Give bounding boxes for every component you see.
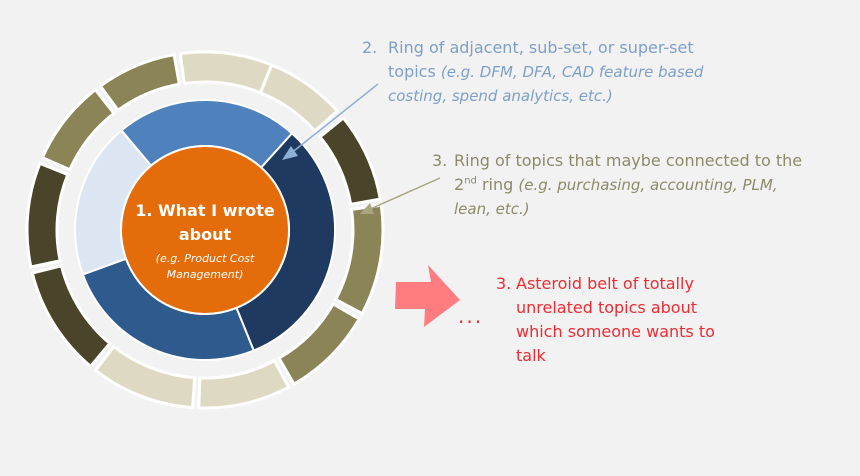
ring3-line2-pre: 2	[454, 175, 465, 194]
center-title-line1: 1. What I wrote	[135, 201, 275, 220]
ring3-line1: Ring of topics that maybe connected to t…	[454, 151, 803, 170]
ring3-line3-italic: lean, etc.)	[454, 200, 530, 218]
ring2-text: Ring of adjacent, sub-set, or super-set …	[388, 36, 748, 108]
ring2-line2: topics (e.g. DFM, DFA, CAD feature based	[388, 60, 748, 84]
center-subtitle-line2: Management)	[166, 268, 244, 281]
outer-ring-segment-7	[93, 344, 197, 410]
outer-ring-segment-9	[25, 161, 70, 269]
outer-ring-segment-6	[197, 358, 291, 410]
outer-ring-segment-3	[317, 115, 383, 207]
center-circle	[120, 145, 290, 315]
ring3-line2: 2nd ring (e.g. purchasing, accounting, P…	[454, 173, 854, 197]
asteroid-line3: which someone wants to	[516, 322, 715, 341]
asteroid-line4: talk	[516, 346, 546, 365]
outer-ring-segment-5	[276, 301, 362, 387]
asteroid-ellipsis: ...	[458, 304, 484, 328]
asteroid-line2: unrelated topics about	[516, 298, 698, 317]
ring2-pointer-line	[289, 83, 379, 155]
outer-ring-segment-8	[30, 263, 112, 369]
outer-ring-segments	[25, 50, 385, 410]
ring3-pointer-line	[367, 177, 441, 211]
ring3-number: 3.	[432, 151, 448, 170]
outer-ring-segment-2	[258, 63, 340, 134]
outer-ring-segment-1	[178, 50, 274, 95]
outer-ring-segment-11	[98, 52, 182, 113]
ring2-number: 2.	[362, 38, 378, 57]
ring2-line1: Ring of adjacent, sub-set, or super-set	[388, 38, 694, 57]
asteroid-number: 3.	[496, 274, 512, 293]
ring3-line2-plain: ring	[476, 175, 519, 194]
asteroid-arrow	[395, 265, 460, 327]
ring2-line2-plain: topics	[388, 62, 441, 81]
asteroid-text: Asteroid belt of totally unrelated topic…	[516, 272, 776, 368]
center-title-line2: about	[178, 225, 232, 244]
center-subtitle-line1: (e.g. Product Cost	[155, 252, 255, 265]
ring2-line3-italic: costing, spend analytics, etc.)	[388, 87, 613, 105]
middle-ring-segments	[74, 99, 336, 361]
outer-ring-segment-10	[40, 87, 116, 172]
ring3-line2-sup: nd	[464, 175, 477, 187]
outer-ring-segment-4	[333, 203, 385, 316]
ring2-line2-italic: (e.g. DFM, DFA, CAD feature based	[440, 63, 704, 81]
ring2-line3: costing, spend analytics, etc.)	[388, 84, 748, 108]
ring3-text: Ring of topics that maybe connected to t…	[454, 149, 854, 221]
ring3-line2-italic: (e.g. purchasing, accounting, PLM,	[518, 176, 778, 194]
asteroid-line1: Asteroid belt of totally	[516, 274, 694, 293]
ring3-line3: lean, etc.)	[454, 197, 854, 221]
ring3-pointer-arrowhead	[360, 203, 374, 214]
ring2-pointer-arrowhead	[282, 146, 298, 160]
center-label: 1. What I wrote about (e.g. Product Cost…	[117, 199, 293, 283]
